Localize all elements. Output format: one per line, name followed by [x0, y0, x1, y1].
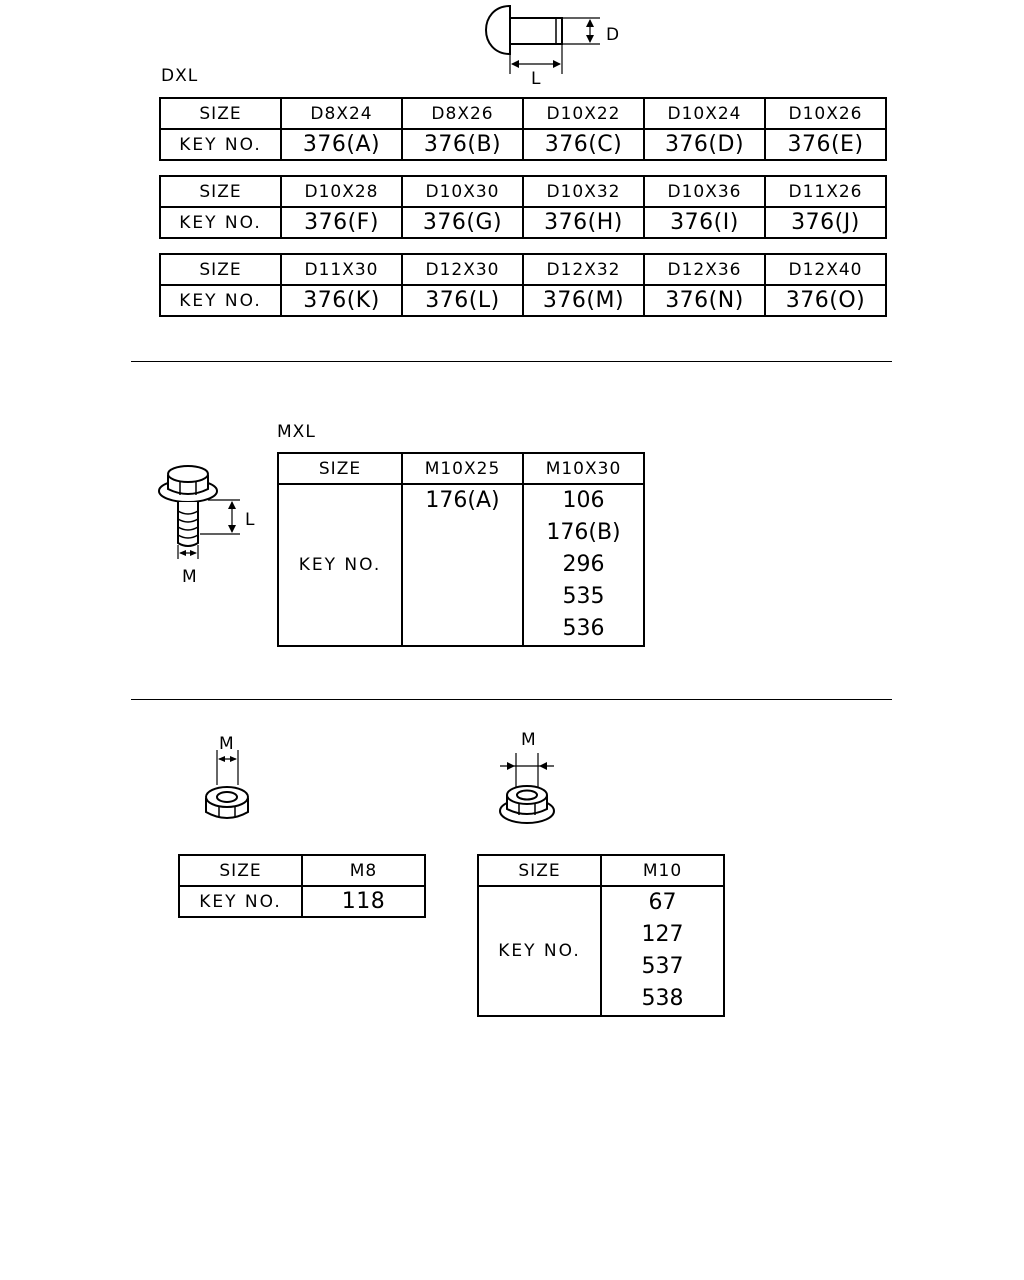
- key-row: KEY NO. 118: [178, 885, 426, 918]
- rivet-dim-d-label: D: [606, 25, 619, 45]
- key-cell: 376(G): [401, 206, 524, 239]
- key-value: 296: [562, 552, 605, 577]
- bolt-section-title: MXL: [277, 422, 316, 442]
- size-cell: D10X30: [401, 175, 524, 208]
- key-cell: 376(K): [280, 284, 403, 317]
- rivet-size-table-1: SIZE D8X24 D8X26 D10X22 D10X24 D10X26 KE…: [159, 97, 887, 161]
- key-cell: 118: [301, 885, 426, 918]
- key-value: 537: [641, 954, 684, 979]
- key-header-cell: KEY NO.: [159, 128, 282, 161]
- key-value: 127: [641, 922, 684, 947]
- size-cell: D10X28: [280, 175, 403, 208]
- size-cell: D12X36: [643, 253, 766, 286]
- key-row: KEY NO. 376(A) 376(B) 376(C) 376(D) 376(…: [159, 128, 887, 161]
- size-cell: D8X24: [280, 97, 403, 130]
- size-cell: M10X25: [401, 452, 524, 485]
- size-cell: D10X36: [643, 175, 766, 208]
- flange-bolt-diagram: L M: [158, 465, 255, 587]
- bolt-dim-l-label: L: [245, 510, 255, 530]
- key-value: 176(B): [546, 520, 621, 545]
- key-cell: 376(L): [401, 284, 524, 317]
- key-value: 536: [562, 616, 605, 641]
- bolt-size-table: SIZE M10X25 M10X30 KEY NO. 176(A) 106 17…: [277, 452, 645, 647]
- size-header-cell: SIZE: [178, 854, 303, 887]
- nut-m8-size-table: SIZE M8 KEY NO. 118: [178, 854, 426, 918]
- nut-m10-dim-m-label: M: [521, 730, 536, 750]
- size-cell: D10X24: [643, 97, 766, 130]
- key-row: KEY NO. 376(F) 376(G) 376(H) 376(I) 376(…: [159, 206, 887, 239]
- rivet-size-table-3: SIZE D11X30 D12X30 D12X32 D12X36 D12X40 …: [159, 253, 887, 317]
- key-cell: 376(E): [764, 128, 887, 161]
- section-divider: [131, 699, 892, 700]
- key-cell: 376(D): [643, 128, 766, 161]
- hex-nut-diagram: M: [205, 734, 249, 819]
- key-cell: 376(F): [280, 206, 403, 239]
- key-row: KEY NO. 176(A) 106 176(B) 296 535 536: [277, 483, 645, 647]
- size-cell: D8X26: [401, 97, 524, 130]
- size-cell: D12X40: [764, 253, 887, 286]
- rivet-dim-l-label: L: [531, 69, 541, 89]
- size-row: SIZE D11X30 D12X30 D12X32 D12X36 D12X40: [159, 253, 887, 286]
- size-row: SIZE M8: [178, 854, 426, 887]
- key-row: KEY NO. 376(K) 376(L) 376(M) 376(N) 376(…: [159, 284, 887, 317]
- size-cell: D11X26: [764, 175, 887, 208]
- nut-m8-dim-m-label: M: [219, 734, 234, 754]
- size-cell: D10X32: [522, 175, 645, 208]
- rivet-size-table-2: SIZE D10X28 D10X30 D10X32 D10X36 D11X26 …: [159, 175, 887, 239]
- size-header-cell: SIZE: [477, 854, 602, 887]
- section-divider: [131, 361, 892, 362]
- rivet-section-title: DXL: [161, 66, 199, 86]
- key-value: 67: [648, 890, 677, 915]
- size-cell: D12X32: [522, 253, 645, 286]
- key-cell: 376(N): [643, 284, 766, 317]
- size-cell: M8: [301, 854, 426, 887]
- size-header-cell: SIZE: [159, 97, 282, 130]
- key-cell: 376(C): [522, 128, 645, 161]
- size-cell: D11X30: [280, 253, 403, 286]
- key-cell-m10x25: 176(A): [401, 483, 524, 647]
- key-cell: 376(M): [522, 284, 645, 317]
- key-value: 538: [641, 986, 684, 1011]
- key-header-cell: KEY NO.: [477, 885, 602, 1017]
- size-header-cell: SIZE: [159, 253, 282, 286]
- key-cell: 376(J): [764, 206, 887, 239]
- key-header-cell: KEY NO.: [277, 483, 403, 647]
- size-cell: M10X30: [522, 452, 645, 485]
- size-header-cell: SIZE: [277, 452, 403, 485]
- key-cell: 376(O): [764, 284, 887, 317]
- size-cell: D10X26: [764, 97, 887, 130]
- key-cell-m10x30: 106 176(B) 296 535 536: [522, 483, 645, 647]
- key-value: 176(A): [425, 488, 500, 513]
- key-header-cell: KEY NO.: [159, 284, 282, 317]
- key-cell: 376(H): [522, 206, 645, 239]
- bolt-dim-m-label: M: [182, 567, 197, 587]
- key-cell: 376(I): [643, 206, 766, 239]
- size-row: SIZE M10: [477, 854, 725, 887]
- key-cell: 376(A): [280, 128, 403, 161]
- rivet-diagram: D L: [485, 4, 619, 89]
- key-header-cell: KEY NO.: [178, 885, 303, 918]
- size-header-cell: SIZE: [159, 175, 282, 208]
- size-row: SIZE M10X25 M10X30: [277, 452, 645, 485]
- key-header-cell: KEY NO.: [159, 206, 282, 239]
- size-cell: M10: [600, 854, 725, 887]
- flange-nut-diagram: M: [499, 730, 555, 824]
- key-value: 535: [562, 584, 605, 609]
- key-cell: 376(B): [401, 128, 524, 161]
- size-cell: D12X30: [401, 253, 524, 286]
- key-row: KEY NO. 67 127 537 538: [477, 885, 725, 1017]
- size-cell: D10X22: [522, 97, 645, 130]
- key-cell-m10: 67 127 537 538: [600, 885, 725, 1017]
- key-value: 106: [562, 488, 605, 513]
- nut-m10-size-table: SIZE M10 KEY NO. 67 127 537 538: [477, 854, 725, 1017]
- size-row: SIZE D10X28 D10X30 D10X32 D10X36 D11X26: [159, 175, 887, 208]
- size-row: SIZE D8X24 D8X26 D10X22 D10X24 D10X26: [159, 97, 887, 130]
